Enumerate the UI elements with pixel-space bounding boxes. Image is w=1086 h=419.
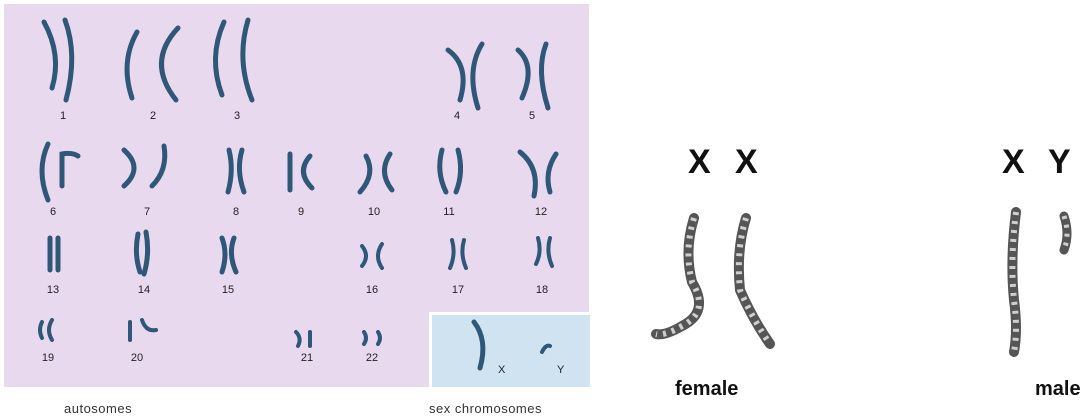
chromosome-shape (473, 44, 482, 108)
chromosome-shape (231, 238, 236, 272)
chromosome-number: 18 (536, 284, 548, 296)
chromosome-shape (62, 153, 78, 186)
chromosome-shape (360, 156, 370, 192)
chromosome-shape (548, 238, 552, 266)
chromosome-shape (448, 50, 463, 100)
chromosome-number: 12 (535, 206, 547, 218)
chromosome-shape (215, 22, 224, 95)
chromosome-shape (239, 150, 244, 192)
chromosome-shape (548, 154, 556, 192)
sex-chromosome-y-label: Y (557, 364, 564, 376)
chromosome-shape (40, 322, 42, 338)
chromosome-number: 3 (234, 110, 240, 122)
chromosome-shape (450, 240, 454, 268)
chromosome-shape (378, 332, 380, 344)
chromosome-shape (136, 234, 140, 272)
chromosome-shape (161, 28, 178, 100)
autosomes-caption: autosomes (64, 401, 132, 416)
chromosome-shape (520, 152, 535, 196)
chromosome-shape (124, 150, 134, 186)
chromosome-number: 15 (222, 284, 234, 296)
chromosome-shape (440, 150, 446, 192)
chromosome-number: 17 (452, 284, 464, 296)
chromosome-number: 6 (50, 206, 56, 218)
chromosome-shape (541, 44, 548, 108)
chromosome-number: 13 (47, 284, 59, 296)
chromosome-number: 1 (60, 110, 66, 122)
chromosome-shape (518, 50, 528, 98)
chromosome-shape (303, 156, 312, 188)
chromosome-shape (142, 320, 156, 330)
chromosome-number: 11 (443, 206, 454, 218)
chromosome-number: 8 (233, 206, 239, 218)
chromosome-shape (65, 20, 72, 100)
chromosome-shape (462, 240, 466, 268)
female-x-letter-1: X (688, 143, 711, 182)
chromosome-number: 4 (454, 110, 460, 122)
chromosome-number: 14 (138, 284, 150, 296)
female-x-letter-2: X (735, 143, 758, 182)
chromosome-shape (362, 246, 366, 266)
chromosome-shape (378, 244, 382, 268)
chromosome-shape (44, 22, 56, 88)
chromosome-number: 10 (368, 206, 380, 218)
chromosome-shape (542, 346, 550, 352)
chromosome-shape (49, 320, 52, 340)
male-label: male (1035, 378, 1081, 401)
sex-chromosome-x-label: X (498, 364, 505, 376)
chromosome-shape (127, 32, 137, 98)
sex-chromosomes-caption: sex chromosomes (429, 401, 542, 416)
chromosome-shape (222, 238, 225, 272)
chromosome-shape (384, 154, 392, 190)
chromosome-number: 5 (529, 110, 535, 122)
chromosome-shape (42, 144, 48, 200)
chromosome-shape (296, 332, 300, 346)
chromosome-number: 21 (301, 352, 313, 364)
chromosome-shape (364, 332, 366, 344)
chromosome-number: 7 (144, 206, 150, 218)
chromosome-number: 20 (131, 352, 143, 364)
chromosome-shape (152, 146, 165, 186)
chromosome-shape (228, 150, 231, 192)
chromosome-number: 22 (366, 352, 378, 364)
chromosome-shape (474, 322, 483, 368)
chromosome-number: 16 (366, 284, 378, 296)
female-label: female (675, 378, 738, 401)
chromosome-number: 9 (298, 206, 304, 218)
chromosome-number: 2 (150, 110, 156, 122)
chromosome-shape (536, 238, 540, 264)
male-y-letter: Y (1048, 143, 1071, 182)
banded-chromosome (656, 218, 699, 334)
chromosome-number: 19 (42, 352, 54, 364)
chromosome-shape (456, 150, 461, 192)
male-x-letter: X (1002, 143, 1025, 182)
chromosome-shape (144, 232, 148, 274)
chromosome-shape (243, 20, 252, 100)
